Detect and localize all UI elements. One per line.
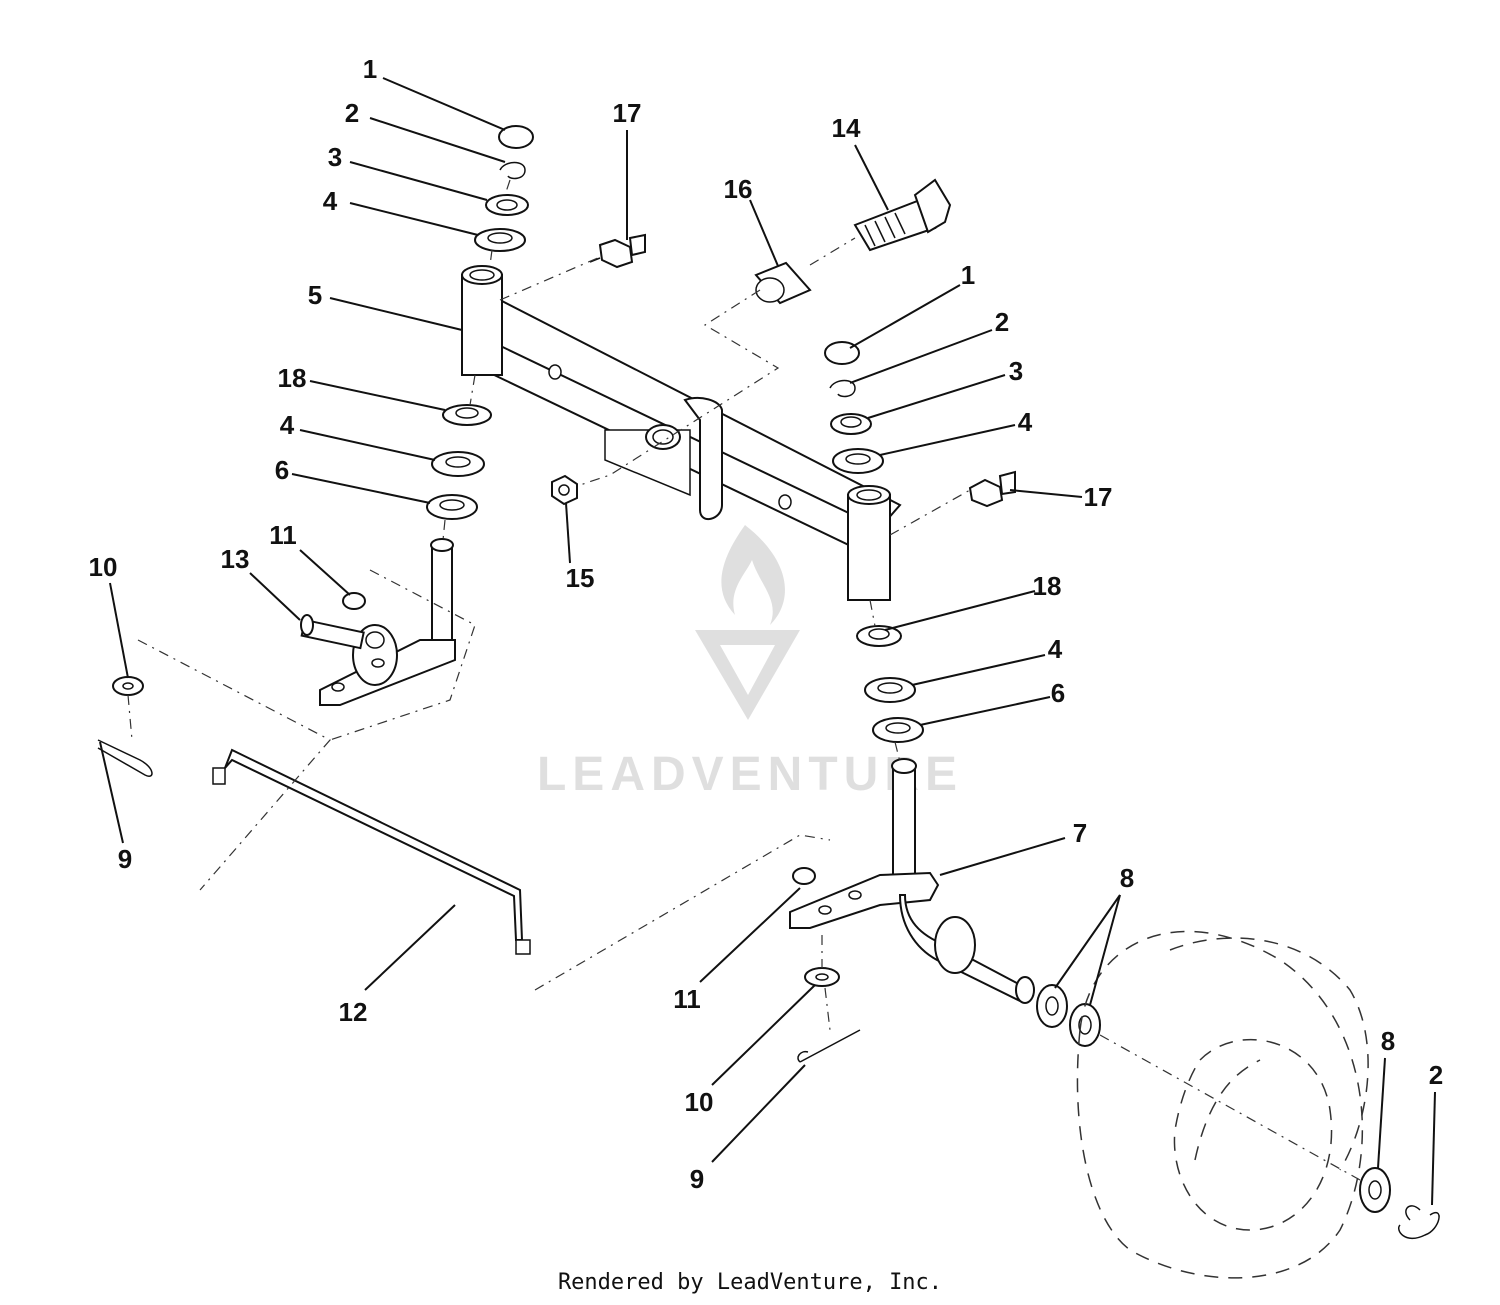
callout-15: 15	[566, 563, 595, 593]
callout-17-right: 17	[1084, 482, 1113, 512]
callout-9-right: 9	[690, 1164, 704, 1194]
left-loose-parts	[97, 676, 153, 777]
callout-14: 14	[832, 113, 861, 143]
callout-4-right-top: 4	[1018, 407, 1033, 437]
watermark: LEADVENTURE	[537, 525, 963, 801]
right-spindle	[789, 758, 1101, 1063]
callout-9-left: 9	[118, 844, 132, 874]
callout-8-upper: 8	[1120, 863, 1134, 893]
construction-lines	[127, 179, 1361, 1181]
callout-labels: 1 2 3 4 5 18 4 6 17 16 14 1 2 3 4 17 15 …	[89, 54, 1444, 1194]
left-spindle	[300, 538, 456, 706]
callout-3-left: 3	[328, 142, 342, 172]
callout-8-lower: 8	[1381, 1026, 1395, 1056]
watermark-text: LEADVENTURE	[537, 748, 963, 801]
watermark-flame-icon	[721, 525, 785, 625]
callout-4-left-lower: 4	[280, 410, 295, 440]
right-spindle-hardware	[824, 341, 1016, 743]
callout-16: 16	[724, 174, 753, 204]
callout-5: 5	[308, 280, 322, 310]
footer-credit: Rendered by LeadVenture, Inc.	[557, 1270, 943, 1295]
left-spindle-hardware	[426, 125, 534, 520]
callout-6-right: 6	[1051, 678, 1065, 708]
dust-cap-left	[498, 125, 534, 149]
callout-12: 12	[339, 997, 368, 1027]
callout-11-left: 11	[269, 520, 297, 550]
callout-1-left: 1	[363, 54, 377, 84]
top-hardware	[551, 178, 952, 506]
e-ring-left	[499, 161, 526, 180]
callout-18-left: 18	[278, 363, 307, 393]
bolt-14	[853, 178, 952, 252]
grease-fitting-17-left	[598, 233, 646, 269]
callout-4-left-top: 4	[323, 186, 338, 216]
watermark-v-icon	[695, 630, 800, 720]
callout-6-left: 6	[275, 455, 289, 485]
leader-lines	[99, 77, 1436, 1206]
callout-10-left: 10	[89, 552, 118, 582]
tire-outline	[1076, 930, 1440, 1279]
callout-13: 13	[221, 544, 250, 574]
callout-10-right: 10	[685, 1087, 714, 1117]
callout-3-right: 3	[1009, 356, 1023, 386]
front-axle	[461, 265, 902, 601]
callout-18-right: 18	[1033, 571, 1062, 601]
callout-11-right: 11	[673, 984, 701, 1014]
callout-1-right: 1	[961, 260, 975, 290]
callout-2-right: 2	[995, 307, 1009, 337]
callout-4-right-lower: 4	[1048, 634, 1063, 664]
callout-2-lower: 2	[1429, 1060, 1443, 1090]
callout-7: 7	[1073, 818, 1087, 848]
callout-17-left: 17	[613, 98, 642, 128]
callout-2-left: 2	[345, 98, 359, 128]
tie-rod	[212, 748, 531, 955]
